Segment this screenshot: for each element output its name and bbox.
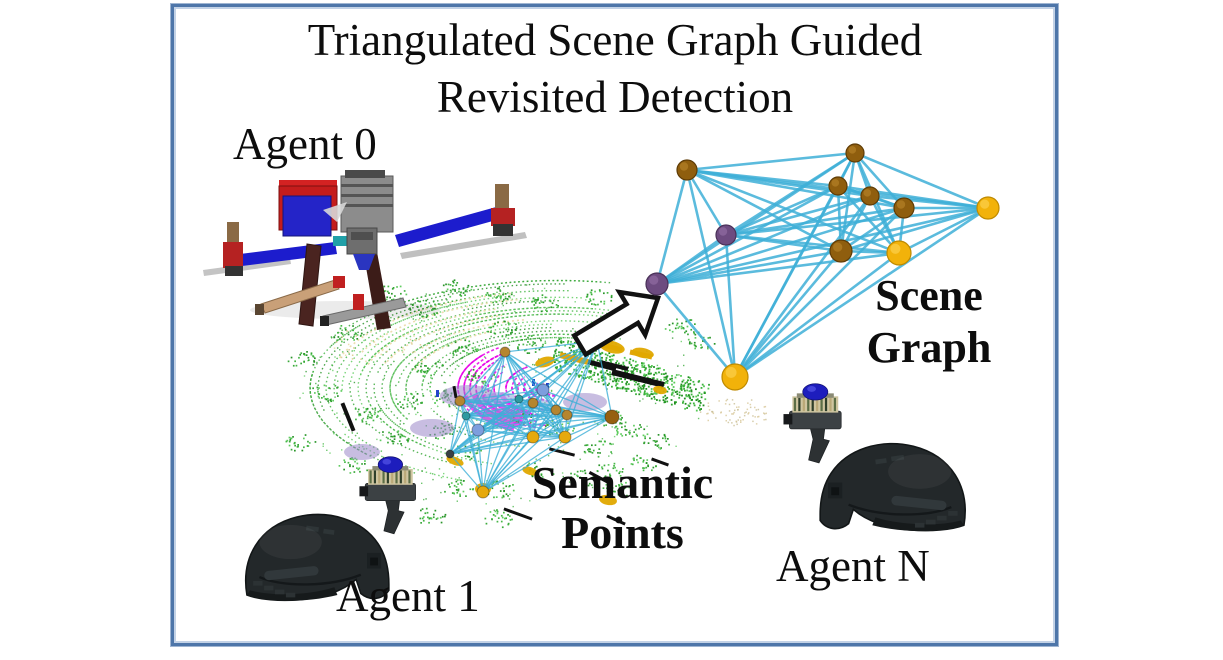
drone-arm-right xyxy=(395,204,511,247)
drone-motor-left xyxy=(223,222,243,276)
drone-skid-left xyxy=(255,276,345,315)
agentN-helmet xyxy=(818,442,967,533)
point-cloud xyxy=(285,279,767,529)
agent1-label: Agent 1 xyxy=(336,571,480,621)
drone-propeller-right xyxy=(400,232,527,259)
scene-graph-edges xyxy=(655,151,989,379)
semantic-points-caption-line1: Semantic xyxy=(531,457,714,508)
scene-graph-caption-line2: Graph xyxy=(866,323,992,372)
agent1-lidar-sensor xyxy=(359,456,416,535)
drone-image xyxy=(203,170,527,330)
agent0-label: Agent 0 xyxy=(233,119,377,169)
scene-graph-caption: Scene Graph xyxy=(846,270,1012,374)
semantic-points-caption: Semantic Points xyxy=(520,458,725,558)
drone-body xyxy=(278,170,394,246)
figure-title: Triangulated Scene Graph Guided Revisite… xyxy=(170,12,1060,126)
arrow-icon xyxy=(571,289,662,358)
semantic-graph-edges xyxy=(449,340,613,493)
semantic-graph-nodes xyxy=(445,335,620,499)
figure-frame xyxy=(170,3,1059,647)
agentN-helmet-image xyxy=(783,383,967,533)
agentN-lidar-sensor xyxy=(783,383,842,464)
arrow-shape xyxy=(571,289,662,358)
figure-title-line2: Revisited Detection xyxy=(436,72,794,122)
scene-graph xyxy=(645,143,1000,391)
point-cloud-scatter xyxy=(285,279,767,529)
scene-graph-nodes xyxy=(645,143,1000,391)
figure-title-line1: Triangulated Scene Graph Guided xyxy=(307,15,923,65)
drone-sensor xyxy=(346,227,378,270)
drone-motor-right xyxy=(491,184,515,236)
drone-skid-right xyxy=(320,294,407,326)
scene-graph-caption-line1: Scene xyxy=(875,271,983,320)
agentN-label: Agent N xyxy=(776,541,930,591)
semantic-points-caption-line2: Points xyxy=(561,507,684,558)
